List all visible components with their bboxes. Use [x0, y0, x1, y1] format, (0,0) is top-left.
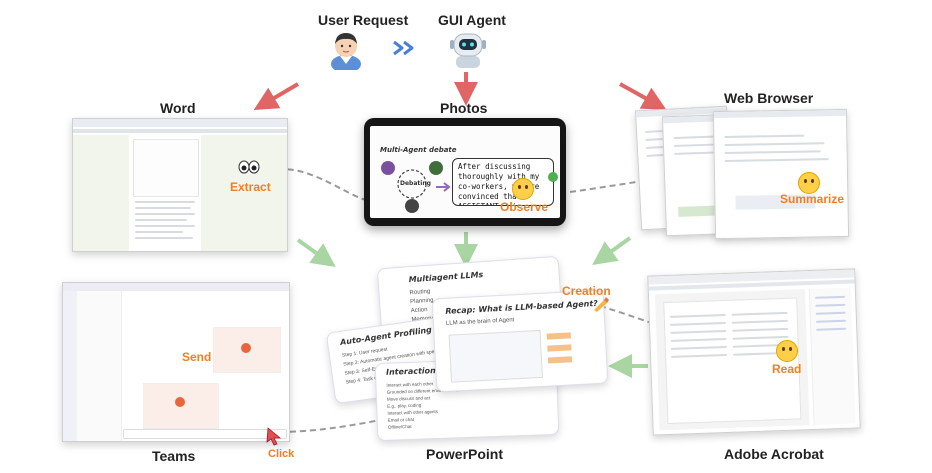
action-read: Read: [772, 362, 802, 376]
ppt-slide2-diagram: [448, 329, 543, 383]
acrobat-window[interactable]: [647, 268, 861, 436]
adobe-acrobat-label: Adobe Acrobat: [724, 446, 824, 462]
powerpoint-label: PowerPoint: [426, 446, 504, 462]
double-chevron-icon: [393, 40, 414, 56]
ppt-slide1-title: Multiagent LLMs: [408, 270, 484, 285]
star-struck-emoji-icon: [798, 172, 820, 194]
debate-illustration: [381, 161, 443, 213]
ppt-slide-recap[interactable]: Recap: What is LLM-based Agent? LLM as t…: [431, 289, 609, 393]
user-request-label: User Request: [318, 12, 409, 28]
arrow-to-web-browser: [619, 82, 667, 110]
arrow-to-word: [253, 82, 300, 111]
action-summarize: Summarize: [780, 192, 845, 206]
arrow-right-icon: [436, 182, 451, 192]
photos-window[interactable]: Multi-Agent debate Debating After discus…: [364, 118, 566, 226]
writing-hand-icon: [594, 297, 609, 312]
reading-emoji-icon: [776, 340, 798, 362]
teams-label: Teams: [152, 448, 196, 464]
ppt-slide2-title: Recap: What is LLM-based Agent?: [445, 298, 599, 316]
eyes-icon: [238, 160, 260, 174]
debate-speech-bubble: After discussing thoroughly with my co-w…: [452, 158, 554, 206]
action-click: Click: [268, 448, 295, 460]
teams-message-input[interactable]: [123, 429, 287, 439]
teams-window[interactable]: [62, 282, 290, 442]
browser-window-front[interactable]: [712, 108, 850, 240]
ppt-slide2-box: [547, 356, 573, 364]
arrow-browser-to-powerpoint: [592, 236, 632, 265]
action-observe: Observe: [500, 200, 549, 214]
action-extract: Extract: [230, 180, 271, 194]
debate-center-label: Debating: [400, 180, 431, 187]
photos-label: Photos: [440, 100, 488, 116]
check-icon: [548, 172, 558, 182]
photos-slide-title: Multi-Agent debate: [380, 146, 457, 154]
ppt-slide2-box: [547, 344, 572, 352]
ppt-slide4-title: Interaction: [385, 366, 436, 377]
cursor-click-icon: [266, 427, 282, 446]
action-send: Send: [182, 350, 212, 364]
arrow-word-to-teams: [296, 238, 336, 267]
robot-icon: [450, 33, 486, 68]
ppt-slide2-box: [546, 332, 571, 340]
ppt-slide2-bullet: LLM as the brain of Agent: [445, 317, 515, 327]
thinking-emoji-icon: [512, 178, 534, 200]
word-window[interactable]: [72, 118, 288, 252]
word-label: Word: [160, 100, 196, 116]
user-avatar-icon: [331, 33, 361, 70]
ppt-slide4-bullet: Offline/Chat: [387, 423, 412, 430]
web-browser-label: Web Browser: [724, 90, 814, 106]
action-creation: Creation: [562, 284, 611, 298]
gui-agent-label: GUI Agent: [438, 12, 506, 28]
